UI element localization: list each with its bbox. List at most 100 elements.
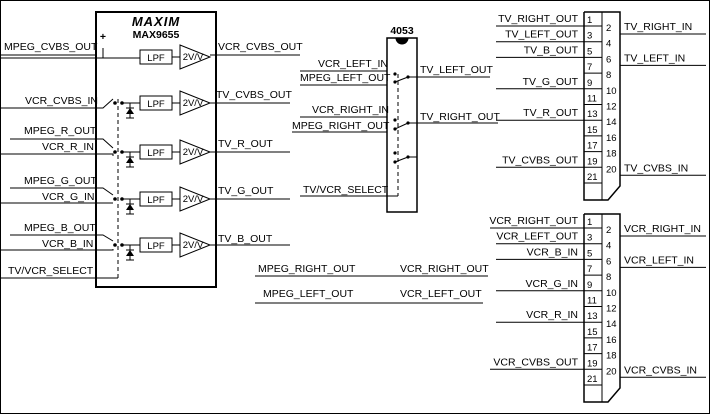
pin-number: 13 — [587, 109, 598, 120]
tv-scart-connector: 135791113151719212468101214161820TV_RIGH… — [496, 11, 706, 201]
net-label: VCR_CVBS_IN — [624, 364, 697, 376]
net-label: VCR_LEFT_OUT — [400, 288, 482, 300]
net-label: VCR_CVBS_IN — [25, 95, 98, 107]
pin-number: 20 — [606, 366, 617, 377]
net-label: VCR_B_IN — [527, 246, 578, 258]
switch-contact — [113, 101, 117, 105]
net-label: TV_LEFT_IN — [624, 52, 685, 64]
pin-number: 15 — [587, 125, 598, 136]
net-label: TV_LEFT_OUT — [420, 64, 494, 76]
pin-number: 5 — [587, 46, 592, 57]
net-label: TV_CVBS_IN — [624, 162, 688, 174]
clamp-diode — [126, 157, 134, 163]
net-label: VCR_R_IN — [526, 309, 578, 321]
lpf-label: LPF — [147, 99, 165, 110]
net-label: TV_B_OUT — [524, 44, 579, 56]
switch-contact — [113, 150, 117, 154]
pin-number: 12 — [606, 304, 617, 315]
mux-wires: VCR_LEFT_IN MPEG_LEFT_OUT TV_LEFT_OUT VC… — [292, 58, 501, 197]
pin-number: 11 — [587, 296, 597, 307]
switched-channel: LPF 2V/V — [96, 186, 212, 215]
pin-number: 3 — [587, 233, 592, 244]
pin-number: 2 — [606, 225, 611, 236]
gain-label: 2V/V — [183, 52, 204, 63]
pin-number: 9 — [587, 78, 592, 89]
pin-number: 1 — [587, 15, 592, 26]
pin-number: 1 — [587, 217, 592, 228]
pin-number: 4 — [606, 39, 611, 50]
net-label: TV/VCR_SELECT — [303, 184, 389, 196]
switch-contact — [393, 72, 397, 76]
net-label: MPEG_LEFT_OUT — [300, 72, 391, 84]
net-label: VCR_LEFT_OUT — [496, 231, 578, 243]
net-label: TV_RIGHT_OUT — [420, 111, 501, 123]
pin1-notch — [395, 37, 409, 45]
pin-number: 6 — [606, 54, 611, 65]
net-label: TV_LEFT_OUT — [505, 29, 579, 41]
pin-number: 19 — [587, 156, 598, 167]
lpf-label: LPF — [147, 53, 165, 64]
pin-number: 18 — [606, 351, 617, 362]
pin-number: 5 — [587, 248, 592, 259]
pin-number: 17 — [587, 343, 598, 354]
amplifier-triangle — [179, 44, 212, 70]
pin-number: 13 — [587, 311, 598, 322]
net-label: TV_G_OUT — [523, 76, 579, 88]
gain-label: 2V/V — [183, 147, 204, 158]
net-label: VCR_G_IN — [525, 278, 578, 290]
pin-number: 9 — [587, 280, 592, 291]
clamp-diode — [126, 250, 134, 256]
pin-number: 21 — [587, 374, 598, 385]
pin-number: 15 — [587, 327, 598, 338]
pin-number: 6 — [606, 256, 611, 267]
net-label: VCR_G_IN — [42, 191, 95, 203]
switched-channel: LPF 2V/V — [96, 90, 212, 119]
plus-sign: + — [100, 31, 106, 43]
mux-switch — [393, 72, 417, 84]
net-label: MPEG_G_OUT — [24, 175, 98, 187]
amplifier-triangle — [179, 90, 212, 116]
pin-number: 20 — [606, 164, 617, 175]
vcr-scart-connector: 135791113151719212468101214161820VCR_RIG… — [489, 213, 706, 403]
pin-number: 12 — [606, 102, 617, 113]
pin-number: 14 — [606, 117, 617, 128]
mux-switch — [393, 151, 417, 164]
pin-number: 4 — [606, 241, 611, 252]
pin-number: 18 — [606, 149, 617, 160]
switch-contact — [113, 197, 117, 201]
net-label: VCR_CVBS_OUT — [493, 356, 578, 368]
net-label: TV_R_OUT — [523, 107, 578, 119]
amplifier-triangle — [179, 186, 212, 212]
lpf-label: LPF — [147, 195, 165, 206]
pin-number: 14 — [606, 319, 617, 330]
channel-1: LPF 2V/V — [139, 44, 212, 70]
net-label: TV_B_OUT — [218, 233, 273, 245]
audio-passthrough: MPEG_RIGHT_OUT VCR_RIGHT_OUT MPEG_LEFT_O… — [255, 263, 489, 304]
pin-number: 3 — [587, 31, 592, 42]
amplifier-triangle — [179, 232, 212, 258]
pin-number: 10 — [606, 288, 617, 299]
switch-contact — [113, 243, 117, 247]
maxim-logo: MAXIM — [132, 14, 181, 29]
pin-number: 17 — [587, 141, 598, 152]
net-label: TV_R_OUT — [218, 138, 273, 150]
net-label: VCR_LEFT_IN — [624, 254, 694, 266]
switch-contact — [393, 151, 397, 155]
gain-label: 2V/V — [183, 98, 204, 109]
net-label: MPEG_RIGHT_OUT — [292, 120, 390, 132]
amplifier-triangle — [179, 139, 212, 165]
net-label: TV_RIGHT_OUT — [498, 13, 579, 25]
pin-number: 11 — [587, 94, 597, 105]
mux-4053-chip: 4053 — [386, 25, 418, 213]
net-label: VCR_RIGHT_OUT — [400, 263, 489, 275]
max9655-part-label: MAX9655 — [133, 29, 180, 41]
net-label: MPEG_R_OUT — [24, 125, 97, 137]
net-label: MPEG_CVBS_OUT — [4, 41, 98, 53]
net-label: TV_RIGHT_IN — [624, 21, 692, 33]
gain-label: 2V/V — [183, 194, 204, 205]
mux-part-label: 4053 — [390, 25, 414, 37]
